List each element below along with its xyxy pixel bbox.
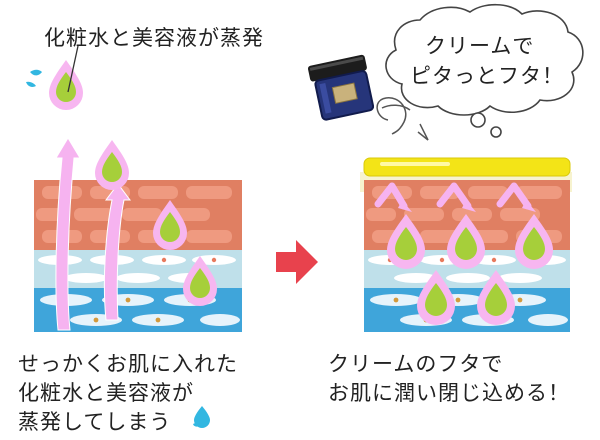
right-drops bbox=[387, 214, 553, 325]
drop-locked-3 bbox=[515, 214, 553, 269]
evaporation-arrow-1 bbox=[55, 137, 81, 331]
caption-left: せっかくお肌に入れた 化粧水と美容液が 蒸発してしまう bbox=[18, 352, 238, 434]
bounce-arrow-3 bbox=[496, 182, 532, 210]
thought-bubble bbox=[385, 3, 584, 138]
left-drops bbox=[49, 60, 217, 306]
bounce-arrow-1 bbox=[374, 182, 408, 210]
cream-jar-icon bbox=[307, 54, 375, 121]
drop-locked-1 bbox=[387, 214, 425, 269]
bubble-text-line1: クリームで bbox=[425, 34, 535, 58]
drop-locked-5 bbox=[477, 270, 515, 325]
bounce-arrow-2 bbox=[436, 182, 472, 210]
right-skin-diagram bbox=[360, 157, 572, 332]
transition-arrow-icon bbox=[276, 240, 318, 284]
drop-rising-2 bbox=[153, 200, 187, 250]
caption-right: クリームのフタで お肌に潤い閉じ込める！ bbox=[328, 352, 570, 405]
swirl-arrow bbox=[376, 97, 407, 135]
sweat-splash-icon bbox=[26, 69, 42, 87]
cream-lid bbox=[363, 157, 571, 177]
evaporation-label: 化粧水と美容液が蒸発 bbox=[44, 26, 264, 50]
label-pointer-line bbox=[67, 45, 79, 93]
bubble-text-line2: ピタっとフタ！ bbox=[410, 64, 564, 88]
drop-rising-3 bbox=[183, 256, 217, 306]
left-skin-diagram bbox=[26, 45, 242, 332]
drop-locked-2 bbox=[447, 214, 485, 269]
sweat-drop-icon bbox=[193, 406, 210, 428]
drop-locked-4 bbox=[417, 270, 455, 325]
evaporation-arrow-2 bbox=[103, 183, 131, 321]
drop-rising-1 bbox=[95, 140, 129, 190]
drop-evaporated-top bbox=[49, 60, 83, 110]
